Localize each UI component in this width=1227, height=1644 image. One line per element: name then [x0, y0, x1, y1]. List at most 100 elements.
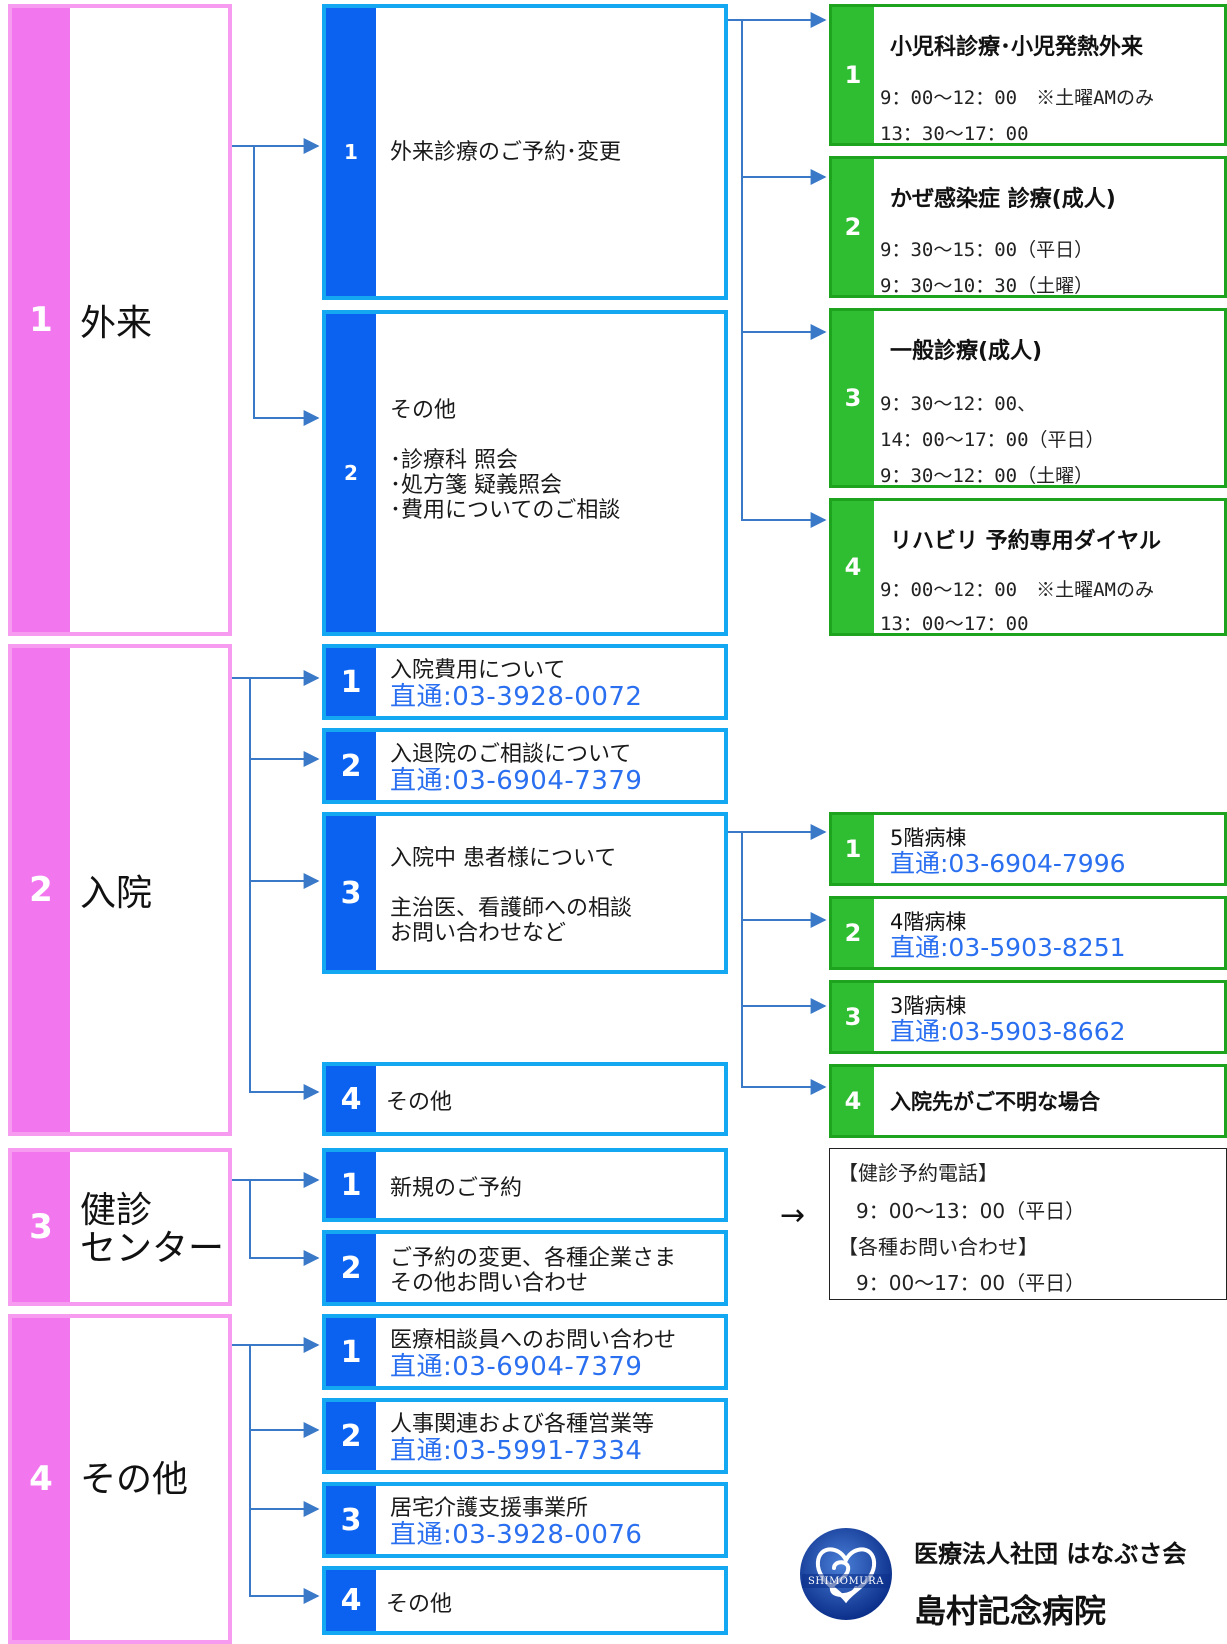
- ward-number: 2: [832, 899, 874, 967]
- category-label: その他: [80, 1459, 189, 1500]
- other-hr-sales[interactable]: 2 人事関連および各種営業等 直通:03-5991-7334: [322, 1398, 728, 1474]
- logo-text: SHIMOMURA: [808, 1576, 884, 1587]
- organization-name: 医療法人社団 はなぶさ会: [914, 1540, 1187, 1568]
- ward-number: 4: [832, 1067, 874, 1135]
- inpatient-other[interactable]: 4 その他: [322, 1062, 728, 1136]
- dept-title: 小児科診療･小児発熱外来: [890, 35, 1144, 60]
- category-checkup-center: 3 健診 センター: [8, 1148, 232, 1306]
- hospital-logo: SHIMOMURA: [798, 1526, 894, 1622]
- checkup-new-reservation[interactable]: 1 新規のご予約: [322, 1148, 728, 1222]
- phone-number[interactable]: 直通:03-6904-7379: [390, 1352, 643, 1382]
- item-text: 入退院のご相談について: [390, 742, 632, 767]
- heart-logo-icon: [800, 1528, 892, 1620]
- dept-number: 3: [832, 311, 874, 485]
- phone-number[interactable]: 直通:03-5991-7334: [390, 1436, 643, 1466]
- dept-cold-infection[interactable]: 2 かぜ感染症 診療(成人) 9：30〜15：00（平日） 9：30〜10：30…: [829, 156, 1227, 298]
- category-number: 2: [12, 648, 70, 1132]
- item-number: 1: [326, 1152, 376, 1218]
- item-text: 外来診療のご予約･変更: [390, 140, 622, 165]
- dept-hours: 9：30〜15：00（平日）: [880, 239, 1094, 261]
- dept-hours: 9：30〜12：00（土曜）: [880, 465, 1094, 487]
- category-inpatient: 2 入院: [8, 644, 232, 1136]
- category-label: 外来: [80, 303, 153, 344]
- category-label: 健診 センター: [80, 1190, 225, 1269]
- arrow-right-icon: →: [780, 1198, 806, 1233]
- category-label: 入院: [80, 873, 153, 914]
- dept-number: 2: [832, 159, 874, 295]
- ward-name: 5階病棟: [890, 826, 967, 850]
- dept-general[interactable]: 3 一般診療(成人) 9：30〜12：00、 14：00〜17：00（平日） 9…: [829, 308, 1227, 488]
- category-other: 4 その他: [8, 1314, 232, 1644]
- category-number: 3: [12, 1152, 70, 1302]
- phone-number[interactable]: 直通:03-6904-7379: [390, 766, 643, 796]
- phone-number[interactable]: 直通:03-5903-8251: [890, 933, 1126, 962]
- other-home-care-support[interactable]: 3 居宅介護支援事業所 直通:03-3928-0076: [322, 1482, 728, 1558]
- phone-number[interactable]: 直通:03-3928-0076: [390, 1520, 643, 1550]
- info-hours: 9：00〜13：00（平日）: [856, 1199, 1086, 1223]
- item-number: 1: [326, 1318, 376, 1386]
- ward-name: 入院先がご不明な場合: [890, 1090, 1100, 1114]
- inpatient-consultation[interactable]: 2 入退院のご相談について 直通:03-6904-7379: [322, 728, 728, 804]
- item-number: 1: [326, 648, 376, 716]
- item-number: 1: [326, 8, 376, 296]
- ward-4f[interactable]: 2 4階病棟 直通:03-5903-8251: [829, 896, 1227, 970]
- item-number: 3: [326, 1486, 376, 1554]
- dept-hours: 9：00〜12：00 ※土曜AMのみ: [880, 87, 1154, 109]
- item-number: 2: [326, 1402, 376, 1470]
- item-text: 人事関連および各種営業等: [390, 1412, 655, 1437]
- other-other[interactable]: 4 その他: [322, 1566, 728, 1635]
- dept-number: 4: [832, 501, 874, 633]
- dept-title: 一般診療(成人): [890, 339, 1043, 364]
- item-number: 4: [326, 1570, 376, 1631]
- checkup-info-box: 【健診予約電話】 9：00〜13：00（平日） 【各種お問い合わせ】 9：00〜…: [829, 1148, 1227, 1300]
- phone-number[interactable]: 直通:03-5903-8662: [890, 1017, 1126, 1046]
- info-heading: 【各種お問い合わせ】: [838, 1235, 1038, 1259]
- item-text: その他: [386, 1592, 453, 1617]
- ward-5f[interactable]: 1 5階病棟 直通:03-6904-7996: [829, 812, 1227, 886]
- dept-hours: 14：00〜17：00（平日）: [880, 429, 1105, 451]
- dept-hours: 9：00〜12：00 ※土曜AMのみ: [880, 579, 1154, 601]
- item-text: その他: [386, 1090, 453, 1115]
- item-number: 2: [326, 1234, 376, 1302]
- item-text: 入院中 患者様について 主治医、看護師への相談 お問い合わせなど: [390, 846, 633, 946]
- category-outpatient: 1 外来: [8, 4, 232, 636]
- info-heading: 【健診予約電話】: [838, 1161, 998, 1185]
- item-number: 2: [326, 732, 376, 800]
- item-text: 新規のご予約: [390, 1176, 523, 1201]
- checkup-change-inquiry[interactable]: 2 ご予約の変更、各種企業さま その他お問い合わせ: [322, 1230, 728, 1306]
- outpatient-reservation[interactable]: 1 外来診療のご予約･変更: [322, 4, 728, 300]
- item-text: ご予約の変更、各種企業さま その他お問い合わせ: [390, 1246, 677, 1296]
- item-number: 2: [326, 314, 376, 632]
- ward-number: 1: [832, 815, 874, 883]
- item-text: 入院費用について: [390, 658, 566, 683]
- inpatient-current-patients[interactable]: 3 入院中 患者様について 主治医、看護師への相談 お問い合わせなど: [322, 812, 728, 974]
- item-text: 医療相談員へのお問い合わせ: [390, 1328, 677, 1353]
- dept-hours: 13：30〜17：00: [880, 123, 1029, 145]
- ward-unknown[interactable]: 4 入院先がご不明な場合: [829, 1064, 1227, 1138]
- dept-hours: 9：30〜12：00、: [880, 393, 1037, 415]
- category-number: 1: [12, 8, 70, 632]
- ward-name: 4階病棟: [890, 910, 967, 934]
- dept-hours: 9：30〜10：30（土曜）: [880, 275, 1094, 297]
- phone-number[interactable]: 直通:03-6904-7996: [890, 849, 1126, 878]
- ward-number: 3: [832, 983, 874, 1051]
- dept-pediatrics[interactable]: 1 小児科診療･小児発熱外来 9：00〜12：00 ※土曜AMのみ 13：30〜…: [829, 4, 1227, 146]
- outpatient-other[interactable]: 2 その他 ･診療科 照会 ･処方箋 疑義照会 ･費用についてのご相談: [322, 310, 728, 636]
- inpatient-fees[interactable]: 1 入院費用について 直通:03-3928-0072: [322, 644, 728, 720]
- dept-rehabilitation[interactable]: 4 リハビリ 予約専用ダイヤル 9：00〜12：00 ※土曜AMのみ 13：00…: [829, 498, 1227, 636]
- item-number: 3: [326, 816, 376, 970]
- info-hours: 9：00〜17：00（平日）: [856, 1271, 1086, 1295]
- hospital-name: 島村記念病院: [914, 1592, 1107, 1630]
- phone-number[interactable]: 直通:03-3928-0072: [390, 682, 643, 712]
- category-number: 4: [12, 1318, 70, 1640]
- dept-title: リハビリ 予約専用ダイヤル: [890, 529, 1162, 554]
- dept-number: 1: [832, 7, 874, 143]
- dept-hours: 13：00〜17：00: [880, 613, 1029, 635]
- item-number: 4: [326, 1066, 376, 1132]
- item-text: その他 ･診療科 照会 ･処方箋 疑義照会 ･費用についてのご相談: [390, 398, 621, 523]
- dept-title: かぜ感染症 診療(成人): [890, 187, 1116, 212]
- item-text: 居宅介護支援事業所: [390, 1496, 589, 1521]
- other-medical-counselor[interactable]: 1 医療相談員へのお問い合わせ 直通:03-6904-7379: [322, 1314, 728, 1390]
- ward-3f[interactable]: 3 3階病棟 直通:03-5903-8662: [829, 980, 1227, 1054]
